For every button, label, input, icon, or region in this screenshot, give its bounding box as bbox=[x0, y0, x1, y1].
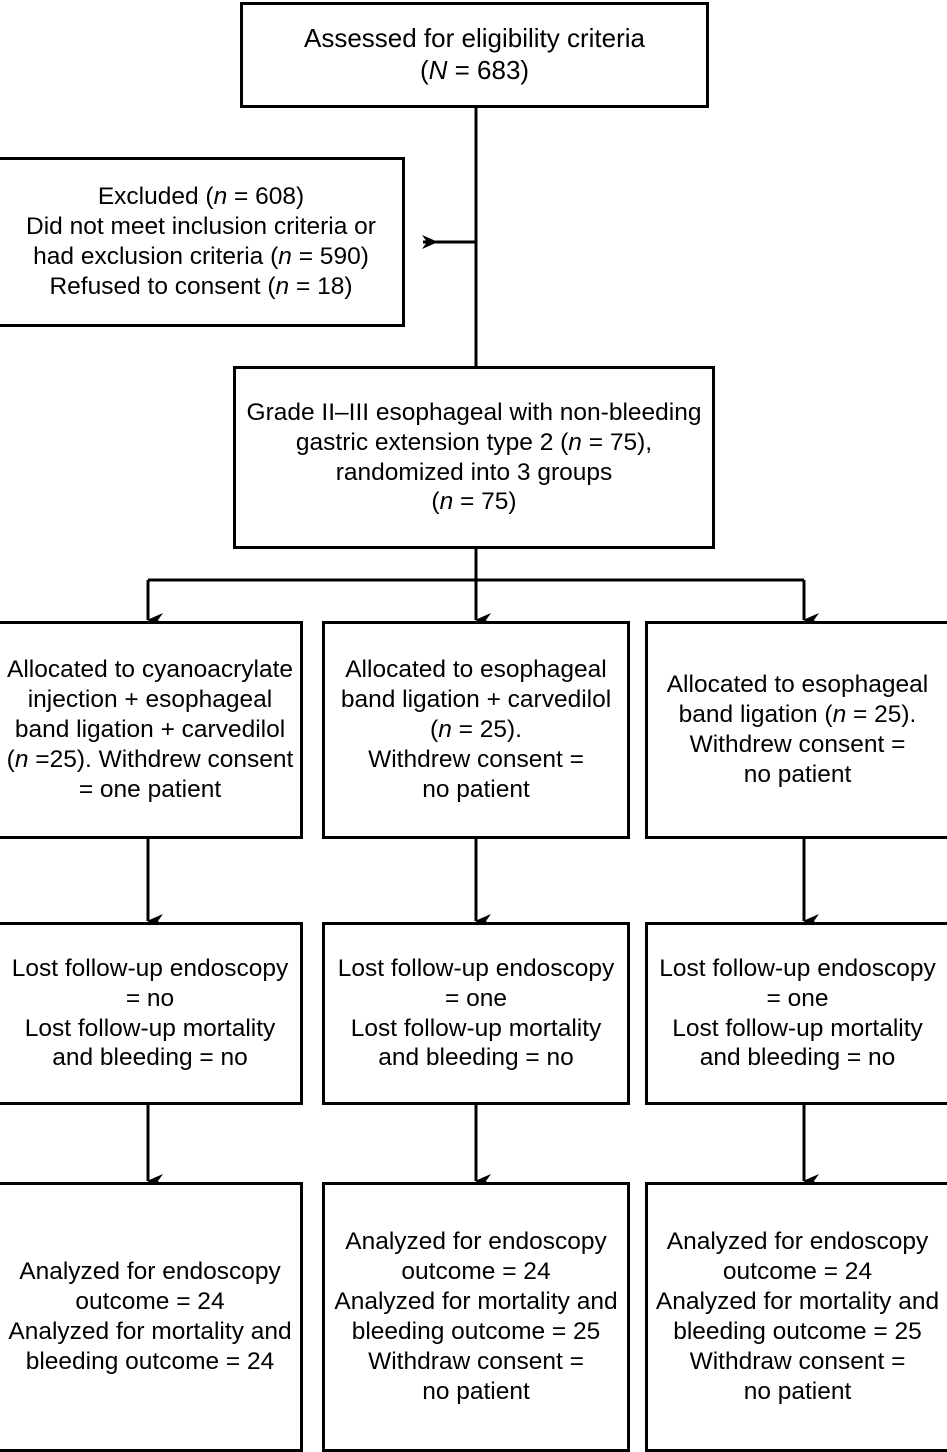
node-text-line: Analyzed for endoscopy bbox=[345, 1228, 607, 1256]
node-text-line: Allocated to esophageal bbox=[345, 656, 607, 684]
node-text-line: = one patient bbox=[78, 775, 222, 803]
node-text-line: had exclusion criteria (n = 590) bbox=[33, 243, 369, 270]
node-text-line: no patient bbox=[743, 760, 852, 788]
node-text-line: outcome = 24 bbox=[401, 1258, 551, 1286]
node-text-line: randomized into 3 groups bbox=[335, 458, 613, 486]
node-assessed-for-eligibility: Assessed for eligibility criteria(N = 68… bbox=[240, 2, 709, 108]
node-text-line: Assessed for eligibility criteria bbox=[303, 23, 645, 54]
node-text-line: band ligation + carvedilol bbox=[14, 716, 286, 744]
node-text-line: (N = 683) bbox=[419, 55, 530, 85]
node-text-line: Grade II–III esophageal with non-bleedin… bbox=[246, 398, 702, 426]
node-text-line: Allocated to esophageal bbox=[666, 671, 929, 699]
node-text-line: Refused to consent (n = 18) bbox=[49, 272, 353, 300]
node-text-line: Did not meet inclusion criteria or bbox=[26, 213, 376, 241]
node-text-line: (n =25). Withdrew consent bbox=[6, 745, 294, 773]
node-text-line: (n = 75) bbox=[431, 488, 517, 516]
node-text-line: Lost follow-up mortality bbox=[672, 1014, 923, 1042]
node-text-line: band ligation + carvedilol bbox=[340, 686, 612, 714]
node-text-line: outcome = 24 bbox=[722, 1258, 873, 1286]
node-text-line: Allocated to cyanoacrylate bbox=[7, 656, 293, 684]
node-randomized: Grade II–III esophageal with non-bleedin… bbox=[233, 366, 715, 549]
node-text-line: Withdraw consent = bbox=[368, 1347, 584, 1375]
node-text-line: no patient bbox=[422, 775, 530, 803]
node-text-line: no patient bbox=[422, 1377, 530, 1405]
node-text-line: outcome = 24 bbox=[75, 1288, 225, 1316]
node-text-line: Withdrew consent = bbox=[368, 745, 584, 773]
node-text-line: Excluded (n = 608) bbox=[97, 183, 305, 211]
node-text-line: Analyzed for mortality and bbox=[655, 1288, 940, 1316]
node-text-line: Analyzed for mortality and bbox=[8, 1318, 292, 1345]
node-text-line: Analyzed for endoscopy bbox=[19, 1258, 281, 1286]
node-text-line: bleeding outcome = 24 bbox=[25, 1347, 275, 1375]
node-text-line: Lost follow-up mortality bbox=[24, 1014, 276, 1042]
node-text-line: and bleeding = no bbox=[699, 1044, 896, 1072]
node-text-line: Lost follow-up endoscopy bbox=[11, 954, 289, 982]
node-text-line: (n = 25). bbox=[430, 716, 522, 744]
node-text-line: Lost follow-up mortality bbox=[350, 1014, 602, 1042]
node-text-line: = one bbox=[445, 984, 507, 1012]
node-text-line: and bleeding = no bbox=[378, 1044, 574, 1072]
node-text-line: Lost follow-up endoscopy bbox=[659, 954, 936, 982]
node-text-line: no patient bbox=[743, 1377, 852, 1405]
node-excluded: Excluded (n = 608)Did not meet inclusion… bbox=[0, 157, 405, 327]
node-text-line: bleeding outcome = 25 bbox=[673, 1318, 922, 1345]
node-text-line: Withdraw consent = bbox=[689, 1347, 906, 1375]
node-text-line: Analyzed for endoscopy bbox=[666, 1228, 929, 1256]
node-text-line: Analyzed for mortality and bbox=[334, 1288, 618, 1316]
node-text-line: bleeding outcome = 25 bbox=[351, 1318, 601, 1345]
node-text-line: injection + esophageal bbox=[27, 686, 273, 714]
node-text-line: = no bbox=[125, 984, 175, 1012]
node-text-line: band ligation (n = 25). bbox=[678, 701, 917, 729]
node-text-line: gastric extension type 2 (n = 75), bbox=[295, 428, 653, 456]
node-text-line: = one bbox=[766, 984, 829, 1012]
node-text-line: and bleeding = no bbox=[52, 1044, 248, 1072]
node-text-line: Lost follow-up endoscopy bbox=[337, 954, 615, 982]
node-text-line: Withdrew consent = bbox=[689, 731, 906, 758]
